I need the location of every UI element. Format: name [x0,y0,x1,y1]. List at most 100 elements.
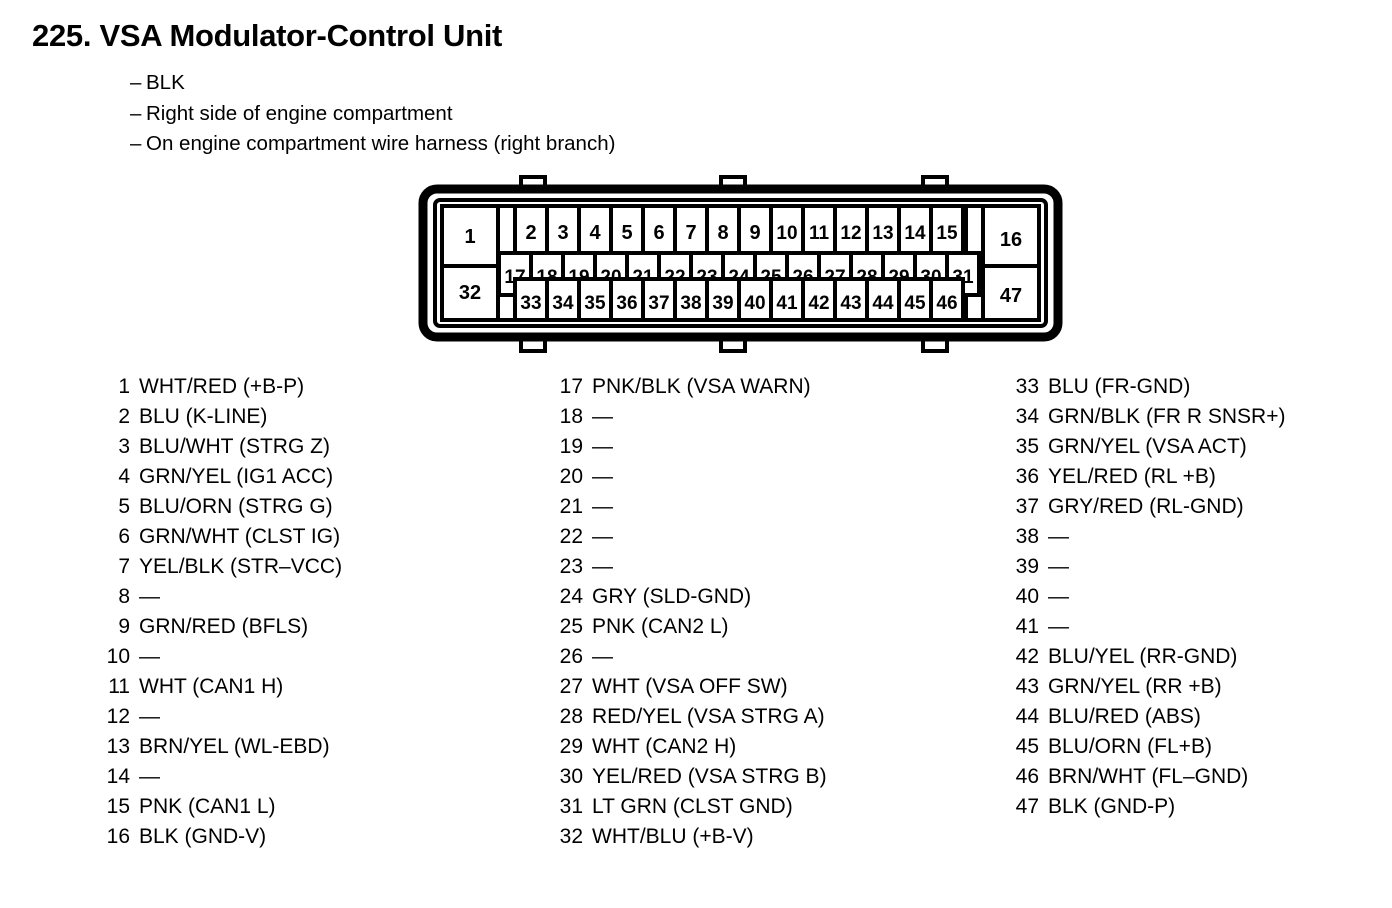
pin-legend-row: 18— [553,402,983,432]
pin-description: BLK (GND-P) [1048,795,1176,818]
pin-cell-label: 37 [648,293,669,314]
pin-description: WHT (CAN2 H) [592,735,737,758]
pin-cell-45[interactable]: 45 [897,277,933,322]
pin-cell-label: 7 [685,222,696,244]
pin-number: 27 [559,675,583,698]
pin-cell-label: 15 [936,223,958,244]
pin-description: PNK/BLK (VSA WARN) [592,375,811,398]
pin-cell-46[interactable]: 46 [929,277,965,322]
pin-cell-9[interactable]: 9 [737,204,773,255]
connector-note-text: BLK [146,71,185,94]
pin-number: 1 [118,375,130,398]
pin-description: BLU (FR-GND) [1048,375,1191,398]
pin-cell-43[interactable]: 43 [833,277,869,322]
pin-cell-13[interactable]: 13 [865,204,901,255]
pin-number: 18 [559,405,583,428]
pin-description: — [592,465,613,488]
pin-cell-32[interactable]: 32 [440,264,500,322]
pin-legend-row: 22— [553,522,983,552]
pin-number: 43 [1015,675,1039,698]
pin-number: 45 [1015,735,1039,758]
pin-number: 37 [1015,495,1039,518]
pin-cell-39[interactable]: 39 [705,277,741,322]
pin-cell-8[interactable]: 8 [705,204,741,255]
pin-cell-42[interactable]: 42 [801,277,837,322]
pin-description: BLU/ORN (FL+B) [1048,735,1212,758]
pin-legend-row: 25 PNK (CAN2 L) [553,612,983,642]
pin-cell-4[interactable]: 4 [577,204,613,255]
pin-cell-7[interactable]: 7 [673,204,709,255]
pin-number: 8 [118,585,130,608]
pin-description: — [139,645,160,668]
pin-cell-label: 9 [749,222,760,244]
pin-description: — [592,435,613,458]
pin-description: — [592,525,613,548]
pin-cell-47[interactable]: 47 [981,264,1041,322]
pin-legend-row: 7 YEL/BLK (STR–VCC) [100,552,530,582]
pin-cell-2[interactable]: 2 [513,204,549,255]
pin-number: 41 [1015,615,1039,638]
pin-number: 29 [559,735,583,758]
pin-cell-label: 1 [464,226,475,248]
connector-note-text: On engine compartment wire harness (righ… [146,132,616,155]
pin-description: YEL/BLK (STR–VCC) [139,555,343,578]
pin-legend-row: 14— [100,762,530,792]
pin-cell-15[interactable]: 15 [929,204,965,255]
pin-description: — [1048,615,1069,638]
pin-cell-34[interactable]: 34 [545,277,581,322]
bullet-dash-icon: – [130,71,142,94]
pin-cell-label: 14 [904,223,926,244]
pin-cell-14[interactable]: 14 [897,204,933,255]
pin-cell-5[interactable]: 5 [609,204,645,255]
pin-description: PNK (CAN2 L) [592,615,729,638]
pin-cell-3[interactable]: 3 [545,204,581,255]
pin-legend-row: 10— [100,642,530,672]
pin-cell-label: 4 [589,222,601,244]
connector-note: –On engine compartment wire harness (rig… [130,129,615,160]
pin-cell-label: 5 [621,222,632,244]
pin-cell-35[interactable]: 35 [577,277,613,322]
pin-cell-40[interactable]: 40 [737,277,773,322]
pin-number: 7 [118,555,130,578]
pin-description: GRN/BLK (FR R SNSR+) [1048,405,1286,428]
pin-description: — [1048,525,1069,548]
pin-legend-row: 12— [100,702,530,732]
pin-cell-33[interactable]: 33 [513,277,549,322]
pin-number: 3 [118,435,130,458]
pin-cell-label: 13 [872,223,893,244]
pin-number: 9 [118,615,130,638]
pin-number: 5 [118,495,130,518]
pin-number: 21 [559,495,583,518]
pin-cell-16[interactable]: 16 [981,204,1041,268]
pin-description: GRY/RED (RL-GND) [1048,495,1244,518]
pin-number: 16 [106,825,130,848]
pin-number: 19 [559,435,583,458]
pin-number: 28 [559,705,583,728]
pin-cell-41[interactable]: 41 [769,277,805,322]
pin-number: 42 [1015,645,1039,668]
pin-cell-37[interactable]: 37 [641,277,677,322]
pin-cell-36[interactable]: 36 [609,277,645,322]
pin-description: BRN/WHT (FL–GND) [1048,765,1249,788]
pin-cell-44[interactable]: 44 [865,277,901,322]
pin-number: 15 [106,795,130,818]
pin-cell-38[interactable]: 38 [673,277,709,322]
pin-cell-label: 6 [653,222,664,244]
pin-cell-11[interactable]: 11 [801,204,837,255]
pin-cell-1[interactable]: 1 [440,204,500,268]
pin-cell-10[interactable]: 10 [769,204,805,255]
pin-number: 25 [559,615,583,638]
pin-legend-row: 37 GRY/RED (RL-GND) [1009,492,1392,522]
pin-cell-6[interactable]: 6 [641,204,677,255]
pin-cell-12[interactable]: 12 [833,204,869,255]
pin-description: — [592,495,613,518]
